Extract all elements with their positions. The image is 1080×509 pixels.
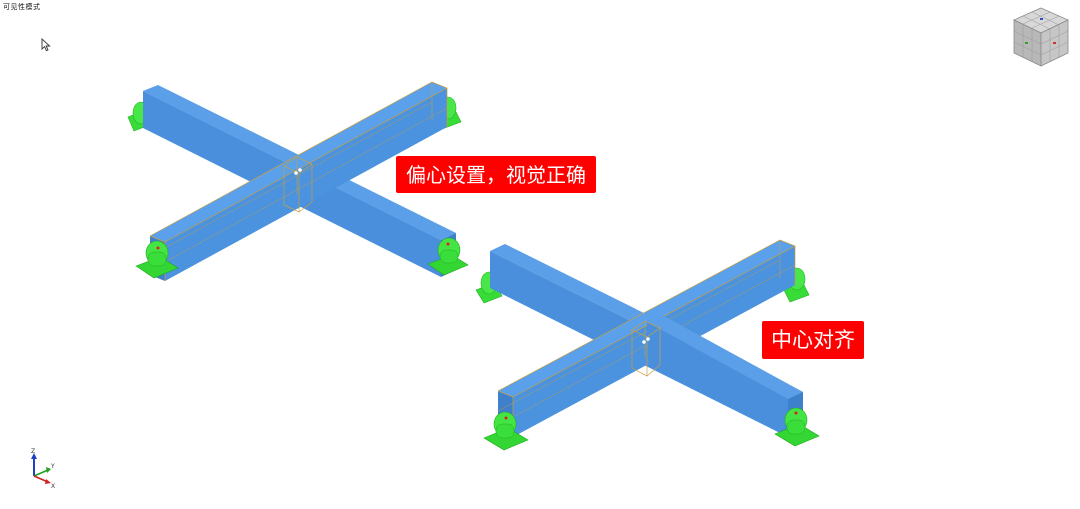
support-front-left-2 [483,411,529,451]
support-front-right [427,237,469,276]
axis-x-label: X [51,483,55,490]
axis-z-label: Z [31,448,35,455]
callout-centered: 中心对齐 [762,321,864,359]
joint-eccentric [283,156,313,213]
joint-centered [631,320,661,377]
axis-triad-icon: Z Y X [26,446,60,490]
callout-eccentric: 偏心设置，视觉正确 [396,156,596,193]
visibility-mode-label: 可见性模式 [3,3,41,11]
view-cube-icon[interactable] [1010,6,1072,70]
support-front-right-2 [774,407,820,447]
beam-cross-centered[interactable] [475,239,820,451]
mouse-pointer-icon [41,38,51,52]
beam-cross-eccentric[interactable] [127,81,469,281]
support-front-left [135,240,179,279]
axis-y-label: Y [50,463,55,470]
